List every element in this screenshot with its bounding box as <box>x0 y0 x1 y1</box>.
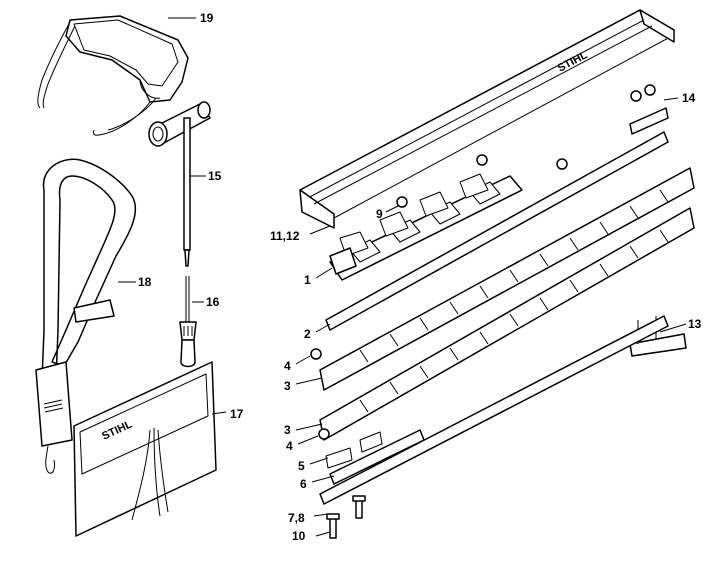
blade-scabbard: STIHL <box>299 9 675 229</box>
cutter-blade-upper <box>319 167 695 391</box>
guide-bar <box>319 315 669 505</box>
label-3-upper: 3 <box>284 379 291 393</box>
harness-strap <box>35 158 137 474</box>
nuts <box>310 154 568 440</box>
label-14: 14 <box>682 91 696 105</box>
tool-bag: STIHL <box>73 361 217 537</box>
label-9: 9 <box>376 207 383 221</box>
label-16: 16 <box>206 295 220 309</box>
cover-plate <box>325 131 669 331</box>
label-4-upper: 4 <box>284 359 291 373</box>
label-18: 18 <box>138 275 152 289</box>
screwdriver <box>179 276 197 368</box>
callout-labels: 19 14 15 9 11,12 18 1 16 2 13 4 3 17 3 4… <box>138 11 702 543</box>
label-13: 13 <box>688 317 702 331</box>
label-7-8: 7,8 <box>288 511 305 525</box>
label-11-12: 11,12 <box>270 229 300 243</box>
label-15: 15 <box>208 169 222 183</box>
combination-wrench <box>148 101 211 267</box>
safety-glasses <box>37 15 189 136</box>
label-10: 10 <box>292 529 306 543</box>
label-6: 6 <box>300 477 307 491</box>
bolts <box>326 495 366 539</box>
label-1: 1 <box>304 273 311 287</box>
label-3-lower: 3 <box>284 423 291 437</box>
label-19: 19 <box>200 11 214 25</box>
label-2: 2 <box>304 327 311 341</box>
label-4-lower: 4 <box>286 439 293 453</box>
gear-housing <box>329 173 523 281</box>
label-17: 17 <box>230 407 244 421</box>
label-5: 5 <box>298 459 305 473</box>
bracket-top <box>629 84 669 135</box>
leader-lines <box>118 17 687 537</box>
